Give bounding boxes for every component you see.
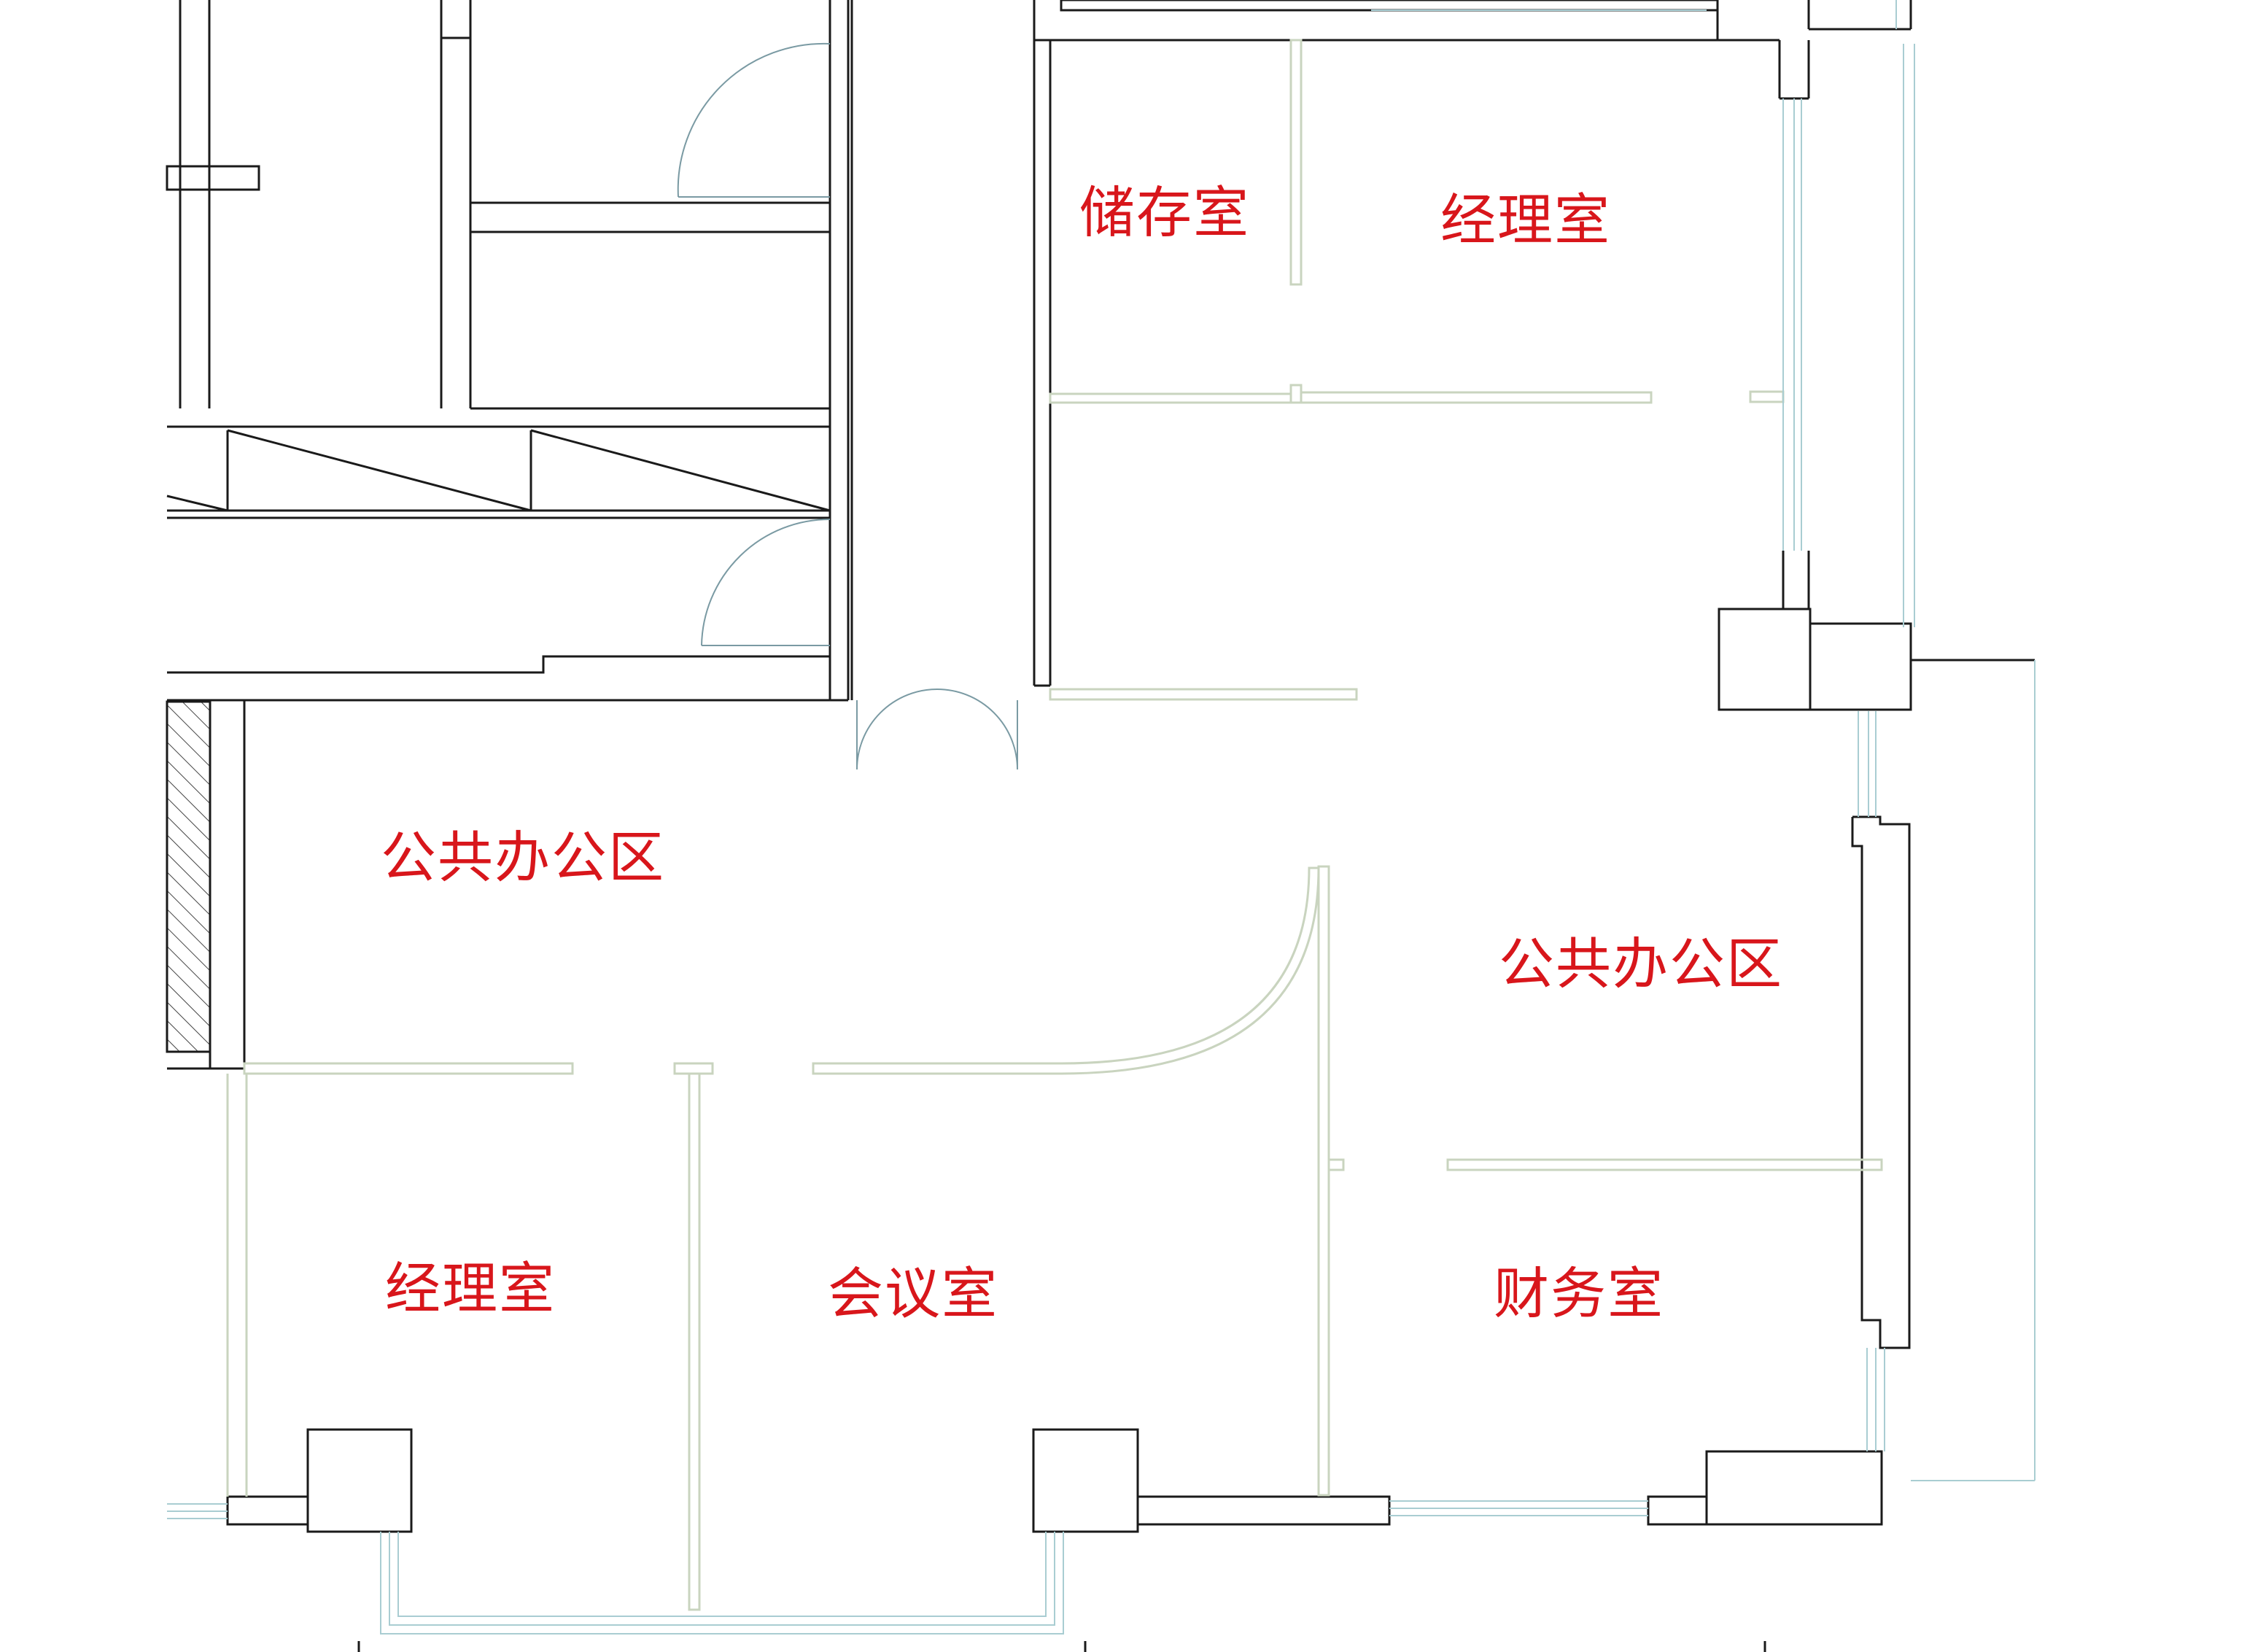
windows	[167, 0, 2036, 1634]
door-swings	[677, 42, 1018, 770]
room-label-storage: 储存室	[1079, 180, 1250, 245]
room-label-manager-bottom: 经理室	[385, 1256, 556, 1321]
hatched-wall	[166, 700, 211, 1053]
structural-walls	[166, 0, 2035, 1652]
room-label-meeting: 会议室	[828, 1261, 998, 1326]
room-label-open-office-right: 公共办公区	[1499, 931, 1783, 996]
room-label-finance: 财务室	[1494, 1261, 1664, 1326]
room-labels: 储存室 经理室 公共办公区 公共办公区 经理室 会议室 财务室	[381, 180, 1783, 1326]
partitions	[226, 39, 1883, 1611]
room-label-manager-top: 经理室	[1440, 187, 1611, 252]
room-label-open-office-left: 公共办公区	[381, 825, 665, 890]
